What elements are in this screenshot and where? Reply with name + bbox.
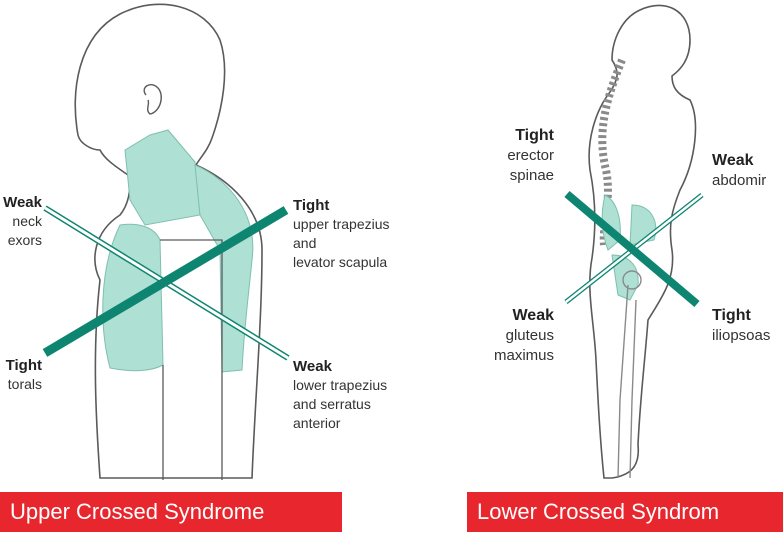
label-tight-upper-trapezius: Tight upper trapezius and levator scapul… xyxy=(293,197,390,270)
lower-thick-cross-line xyxy=(564,190,700,308)
label-tight-erector-spinae: Tight erector spinae xyxy=(507,127,554,184)
label-tight-pectorals: Tight torals xyxy=(5,357,42,392)
lower-crossed-caption: Lower Crossed Syndrom xyxy=(467,492,783,532)
label-weak-abdominals: Weak abdomir xyxy=(712,152,767,189)
leg-bones xyxy=(617,284,637,479)
label-weak-neck-flexors: Weak neck exors xyxy=(3,194,42,248)
upper-thick-cross-line xyxy=(42,206,289,357)
arm-outline xyxy=(160,239,223,480)
shoulder-muscle-region xyxy=(194,164,254,373)
hip-joint xyxy=(622,270,642,290)
spine-column xyxy=(598,58,626,246)
label-tight-iliopsoas: Tight iliopsoas xyxy=(712,307,771,344)
label-weak-lower-trapezius: Weak lower trapezius and serratus anteri… xyxy=(293,358,388,431)
upper-crossed-caption: Upper Crossed Syndrome xyxy=(0,492,342,532)
label-weak-gluteus-maximus: Weak gluteus maximus xyxy=(493,307,554,364)
ear-shape xyxy=(143,84,162,115)
